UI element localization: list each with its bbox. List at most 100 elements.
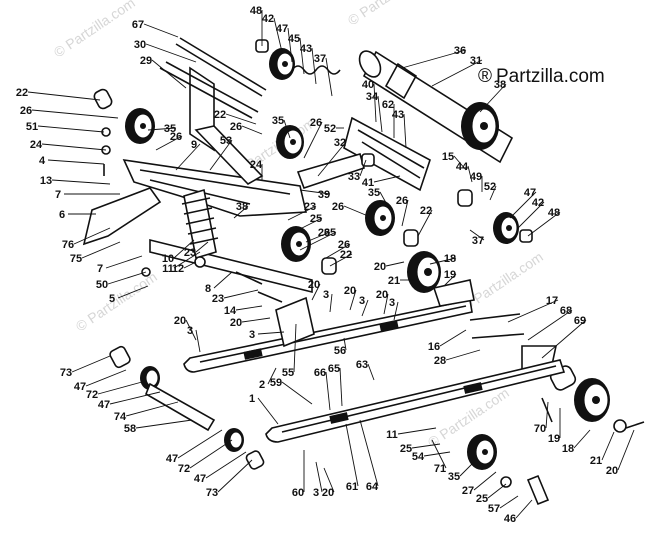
leader-line [541,319,587,359]
leader-line [325,243,351,259]
leader-line [73,227,111,245]
leader-line [459,461,475,477]
leader-line [343,337,347,351]
part-callout-32: 32 [334,137,346,149]
part-callout-23: 23 [184,247,196,259]
part-callout-20: 20 [174,315,186,327]
leader-line [105,255,143,269]
leader-line [299,231,337,251]
leader-line [135,419,193,429]
leader-line [31,109,119,119]
leader-line [515,499,533,519]
leader-line [173,251,201,269]
part-callout-35: 35 [368,187,380,199]
leader-line [373,175,401,183]
part-callout-27: 27 [462,485,474,497]
leader-line [233,205,249,219]
part-callout-62: 62 [382,99,394,111]
part-callout-52: 52 [324,123,336,135]
leader-line [267,367,277,385]
part-callout-38: 38 [494,79,506,91]
part-callout-67: 67 [132,19,144,31]
arm-frames [82,116,431,294]
watermark-text: © Partzilla.com [73,268,160,334]
leader-line [445,349,481,361]
leader-line [509,191,537,219]
part-callout-7: 7 [55,189,61,201]
watermark-text: © Partzilla.com [345,0,432,28]
part-callout-56: 56 [334,345,346,357]
part-callout-25: 25 [476,493,488,505]
part-callout-26: 26 [396,195,408,207]
part-callout-24: 24 [250,159,263,171]
part-callout-48: 48 [250,5,262,17]
part-callout-65: 65 [328,363,340,375]
leader-line [343,205,369,217]
shock-body-10 [183,188,217,260]
part-callout-72: 72 [86,389,98,401]
spring-45 [291,65,341,75]
part-callout-20: 20 [322,487,334,499]
leader-line [401,199,409,227]
slide-rails [183,279,566,443]
part-callout-42: 42 [532,197,544,209]
part-callout-2: 2 [259,379,265,391]
part-callout-47: 47 [524,187,536,199]
leader-line [223,289,259,299]
part-callout-23: 23 [212,293,224,305]
watermark-text: © Partzilla.com [51,0,138,60]
part-callout-57: 57 [488,503,500,515]
bushing-22 [93,88,113,110]
part-callout-38: 38 [236,201,248,213]
leader-line [189,439,233,469]
part-callout-5: 5 [109,293,115,305]
leader-line [213,271,233,289]
part-callout-4: 4 [39,155,46,167]
part-callout-13: 13 [40,175,52,187]
idler-wheels [125,48,610,470]
part-callout-49: 49 [470,171,482,183]
leader-line [241,317,271,323]
axle-74 [145,382,216,432]
part-callout-30: 30 [134,39,146,51]
part-callout-7: 7 [97,263,103,275]
leader-line [545,401,549,429]
part-callout-59: 59 [270,377,282,389]
leader-line [443,273,457,287]
leader-line [293,323,297,373]
bolt-23 [235,271,263,285]
leader-line [47,159,105,165]
part-callout-66: 66 [314,367,326,379]
wheel-rear-47 [493,212,519,244]
leader-line [97,381,143,395]
part-callout-22: 22 [340,249,352,261]
part-callout-46: 46 [504,513,516,525]
part-callout-64: 64 [366,481,379,493]
leader-line [323,467,335,493]
leader-line [311,47,317,85]
part-callout-73: 73 [60,367,72,379]
leader-line [617,429,635,471]
leader-line [209,139,233,171]
leader-line [349,289,357,311]
slide-rail-lower [265,359,566,443]
part-callout-18: 18 [444,253,456,265]
wear-strip-lower-front [329,412,349,424]
shaft-29 [159,61,259,119]
part-callout-26: 26 [170,131,182,143]
brand-name: Partzilla.com [496,66,605,87]
leader-line [117,285,149,299]
leader-line [329,293,333,313]
leader-line [469,229,485,241]
part-callout-55: 55 [282,367,294,379]
part-callout-43: 43 [392,109,404,121]
leader-line [431,59,483,87]
part-callout-20: 20 [606,465,618,477]
leader-line [601,431,615,461]
leader-line [173,239,195,259]
leader-line [361,299,369,317]
leader-line [287,205,317,221]
leader-line [273,17,283,53]
